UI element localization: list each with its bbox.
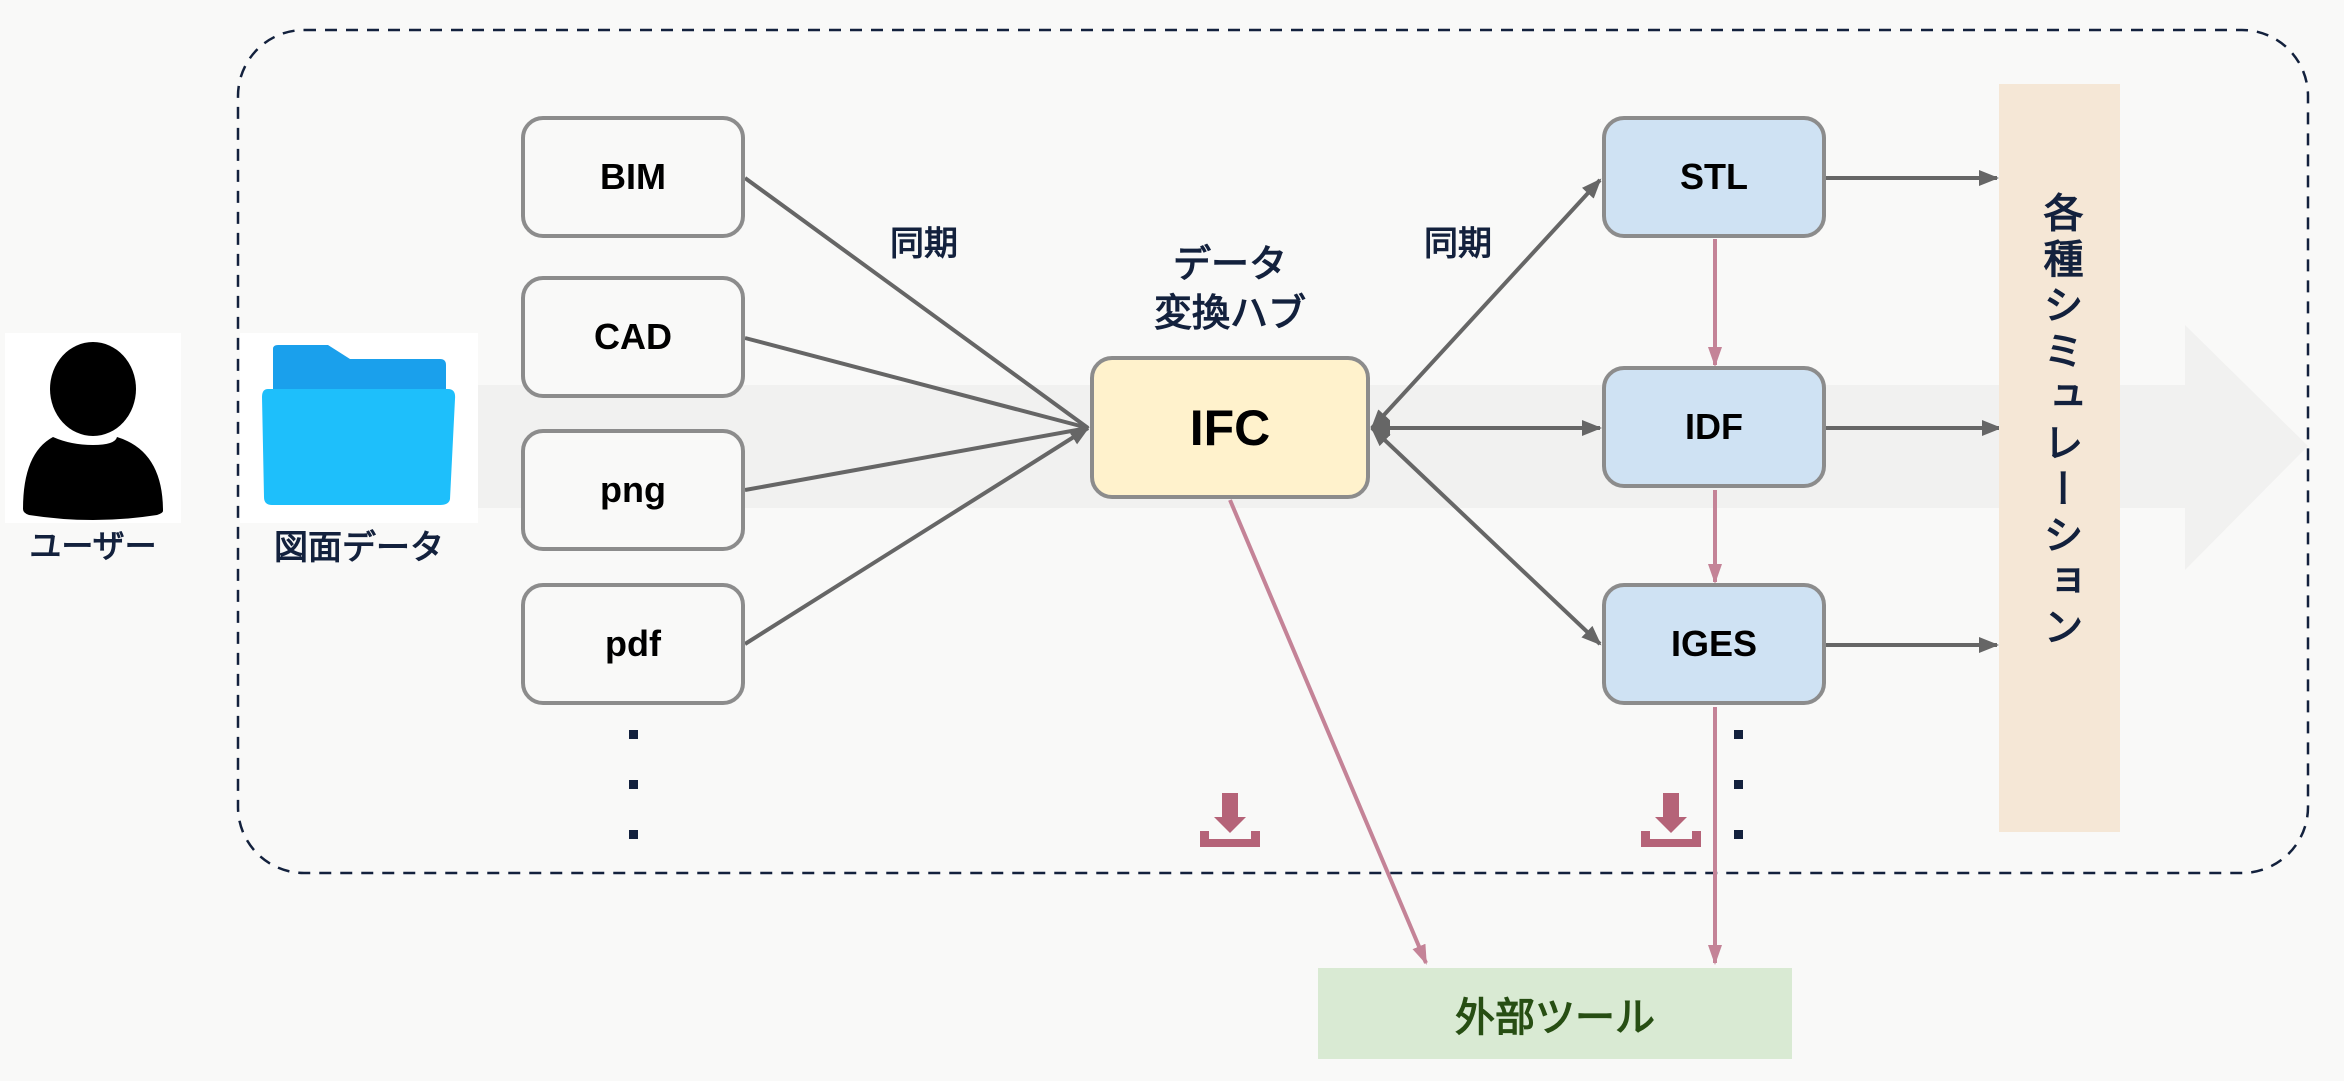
input-png-label: png bbox=[600, 469, 666, 510]
download-icon bbox=[1200, 793, 1260, 847]
input-pdf-label: pdf bbox=[605, 623, 661, 664]
system-boundary bbox=[236, 28, 2310, 875]
vertical-ellipsis-icon bbox=[629, 730, 638, 880]
folder-icon-card bbox=[240, 333, 478, 523]
connector-pdf-ifc bbox=[743, 426, 1090, 646]
connector-png-ifc bbox=[744, 426, 1089, 492]
connector-ifc-external bbox=[1228, 499, 1428, 965]
download-icon bbox=[1641, 793, 1701, 847]
hub-caption: データ 変換ハブ bbox=[1100, 240, 1360, 339]
connector-cad-ifc bbox=[744, 336, 1089, 430]
external-tool[interactable]: 外部ツール bbox=[1318, 968, 1792, 1059]
sync-label-left: 同期 bbox=[890, 224, 958, 264]
input-bim-label: BIM bbox=[600, 156, 666, 197]
output-stl-label: STL bbox=[1680, 156, 1748, 197]
output-iges-label: IGES bbox=[1670, 623, 1758, 664]
external-tool-label: 外部ツール bbox=[1455, 994, 1655, 1041]
simulation-panel[interactable]: 各種シミュレーション bbox=[1999, 84, 2120, 832]
user-label: ユーザー bbox=[29, 527, 157, 565]
hub-caption-line2: 変換ハブ bbox=[1153, 291, 1306, 336]
output-stl[interactable]: STL bbox=[1602, 116, 1826, 238]
input-cad[interactable]: CAD bbox=[521, 276, 745, 398]
hub-ifc-label: IFC bbox=[1189, 399, 1271, 456]
hub-caption-line1: データ bbox=[1172, 242, 1287, 286]
sync-label-right: 同期 bbox=[1424, 224, 1492, 264]
connector-ifc-stl bbox=[1370, 178, 1602, 430]
connector-ifc-iges bbox=[1370, 426, 1602, 646]
output-idf-label: IDF bbox=[1685, 406, 1743, 447]
vertical-ellipsis-icon bbox=[1734, 730, 1743, 880]
input-png[interactable]: png bbox=[521, 429, 745, 551]
input-pdf[interactable]: pdf bbox=[521, 583, 745, 705]
input-bim[interactable]: BIM bbox=[521, 116, 745, 238]
hub-ifc[interactable]: IFC bbox=[1090, 356, 1370, 499]
simulation-label: 各種シミュレーション bbox=[2036, 192, 2083, 652]
input-cad-label: CAD bbox=[594, 316, 672, 357]
user-icon-card bbox=[5, 333, 181, 523]
connector-bim-ifc bbox=[743, 176, 1090, 430]
user-silhouette-icon bbox=[23, 342, 163, 520]
output-idf[interactable]: IDF bbox=[1602, 366, 1826, 488]
output-iges[interactable]: IGES bbox=[1602, 583, 1826, 705]
drawing-data-label: 図面データ bbox=[274, 528, 444, 568]
folder-icon bbox=[262, 345, 456, 505]
